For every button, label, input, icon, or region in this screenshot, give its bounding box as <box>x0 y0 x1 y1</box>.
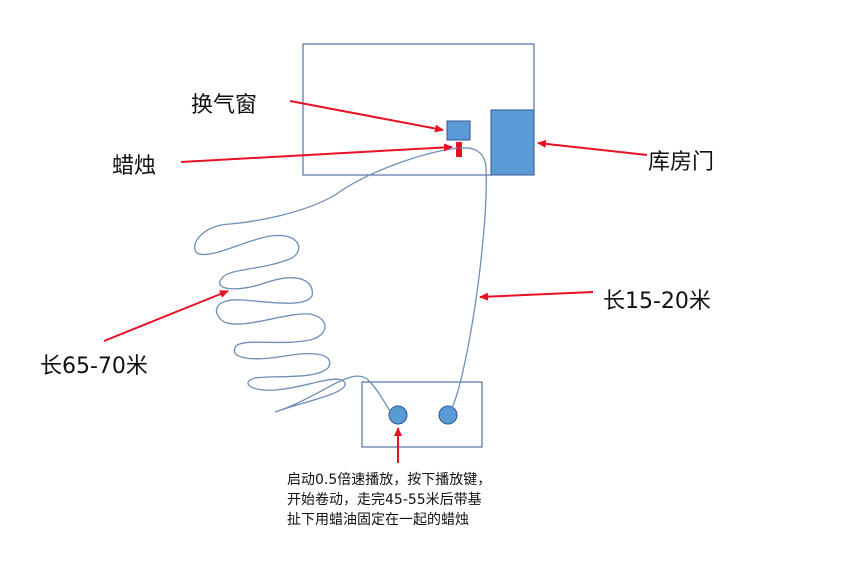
candle-label: 蜡烛 <box>112 154 157 179</box>
note-line: 启动0.5倍速播放，按下播放键， <box>287 472 492 488</box>
warehouse-door-label: 库房门 <box>648 150 715 175</box>
tape-long-label: 长65-70米 <box>40 354 148 379</box>
tape-short-arrow <box>479 291 594 301</box>
candle-arrow <box>180 143 453 163</box>
instruction-note: 启动0.5倍速播放，按下播放键， 开始卷动，走完45-55米后带基 扯下用蜡油固… <box>287 470 491 530</box>
note-line: 开始卷动，走完45-55米后带基 <box>287 492 482 508</box>
vent-window-box <box>446 120 471 141</box>
right-reel <box>438 405 458 425</box>
tape-long-path <box>194 147 459 415</box>
tape-short-label: 长15-20米 <box>603 289 711 314</box>
vent-window-arrow <box>289 100 444 133</box>
candle-mark <box>456 142 462 157</box>
tape-long-arrow <box>103 290 229 342</box>
left-reel <box>388 405 408 425</box>
tape-recorder-box <box>361 381 483 448</box>
vent-window-label: 换气窗 <box>191 93 258 118</box>
note-line: 扯下用蜡油固定在一起的蜡烛 <box>287 512 469 528</box>
warehouse-door-arrow <box>537 139 648 156</box>
tape-short-path <box>451 147 487 409</box>
warehouse-door-box <box>490 109 535 176</box>
